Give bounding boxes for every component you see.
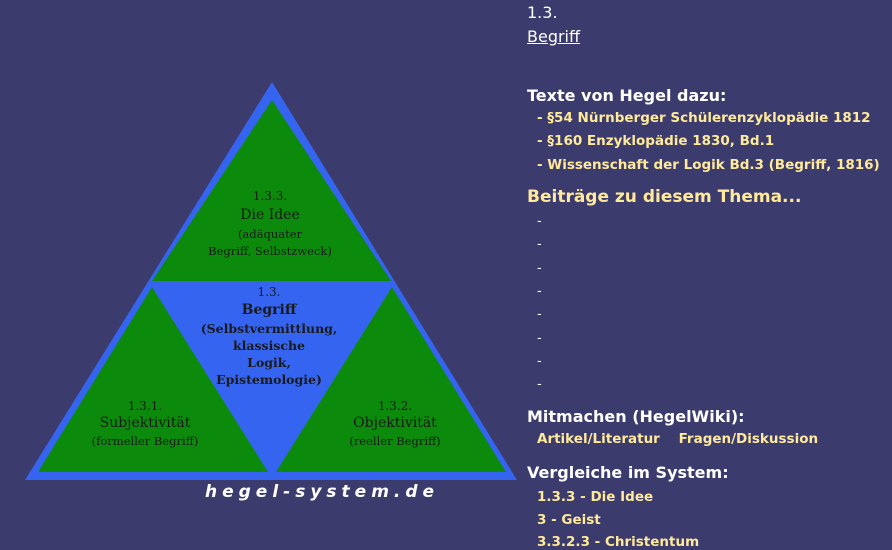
subjektivitaet-name: Subjektivität [100, 415, 191, 431]
texte-heading: Texte von Hegel dazu: [527, 86, 727, 105]
beitrag-item: - [537, 331, 542, 346]
mitmachen-links: Artikel/Literatur Fragen/Diskussion [537, 431, 832, 447]
triangle-die-idee[interactable] [152, 100, 391, 281]
texte-link-3[interactable]: - Wissenschaft der Logik Bd.3 (Begriff, … [537, 157, 880, 173]
objektivitaet-name: Objektivität [353, 415, 437, 431]
idee-number: 1.3.3. [253, 189, 287, 203]
objektivitaet-number: 1.3.2. [378, 399, 412, 413]
objektivitaet-desc: (reeller Begriff) [349, 434, 440, 448]
begriff-desc-2: klassische [233, 338, 305, 353]
idee-name: Die Idee [240, 207, 300, 223]
section-number: 1.3. [527, 3, 558, 22]
artikel-literatur-link[interactable]: Artikel/Literatur [537, 431, 660, 447]
vergleiche-link-2[interactable]: 3 - Geist [537, 512, 601, 528]
triangle-subjektivitaet[interactable] [38, 287, 268, 472]
begriff-name: Begriff [242, 302, 298, 318]
beitrag-item: - [537, 307, 542, 322]
subjektivitaet-number: 1.3.1. [128, 399, 162, 413]
beitrag-item: - [537, 284, 542, 299]
subjektivitaet-desc: (formeller Begriff) [92, 434, 199, 448]
beitrag-item: - [537, 354, 542, 369]
beitrag-item: - [537, 237, 542, 252]
begriff-desc-1: (Selbstvermittlung, [201, 321, 338, 336]
vergleiche-heading: Vergleiche im System: [527, 463, 729, 482]
mitmachen-heading: Mitmachen (HegelWiki): [527, 407, 745, 426]
begriff-desc-4: Epistemologie) [216, 372, 322, 387]
beitraege-heading[interactable]: Beiträge zu diesem Thema... [527, 187, 802, 207]
vergleiche-link-3[interactable]: 3.3.2.3 - Christentum [537, 534, 700, 550]
idee-desc-2: Begriff, Selbstzweck) [208, 244, 332, 258]
texte-link-1[interactable]: - §54 Nürnberger Schülerenzyklopädie 181… [537, 110, 871, 126]
concept-triangle-diagram: 1.3.3. Die Idee (adäquater Begriff, Selb… [25, 82, 517, 480]
site-watermark: hegel-system.de [205, 482, 440, 502]
texte-link-2[interactable]: - §160 Enzyklopädie 1830, Bd.1 [537, 133, 775, 149]
vergleiche-link-1[interactable]: 1.3.3 - Die Idee [537, 489, 654, 505]
beitrag-item: - [537, 261, 542, 276]
idee-desc-1: (adäquater [238, 227, 303, 241]
fragen-diskussion-link[interactable]: Fragen/Diskussion [678, 431, 819, 447]
begriff-number: 1.3. [258, 285, 281, 299]
section-title-link[interactable]: Begriff [527, 27, 581, 46]
beitrag-item: - [537, 377, 542, 392]
begriff-desc-3: Logik, [247, 355, 291, 370]
triangle-objektivitaet[interactable] [276, 287, 506, 472]
beitrag-item: - [537, 214, 542, 229]
